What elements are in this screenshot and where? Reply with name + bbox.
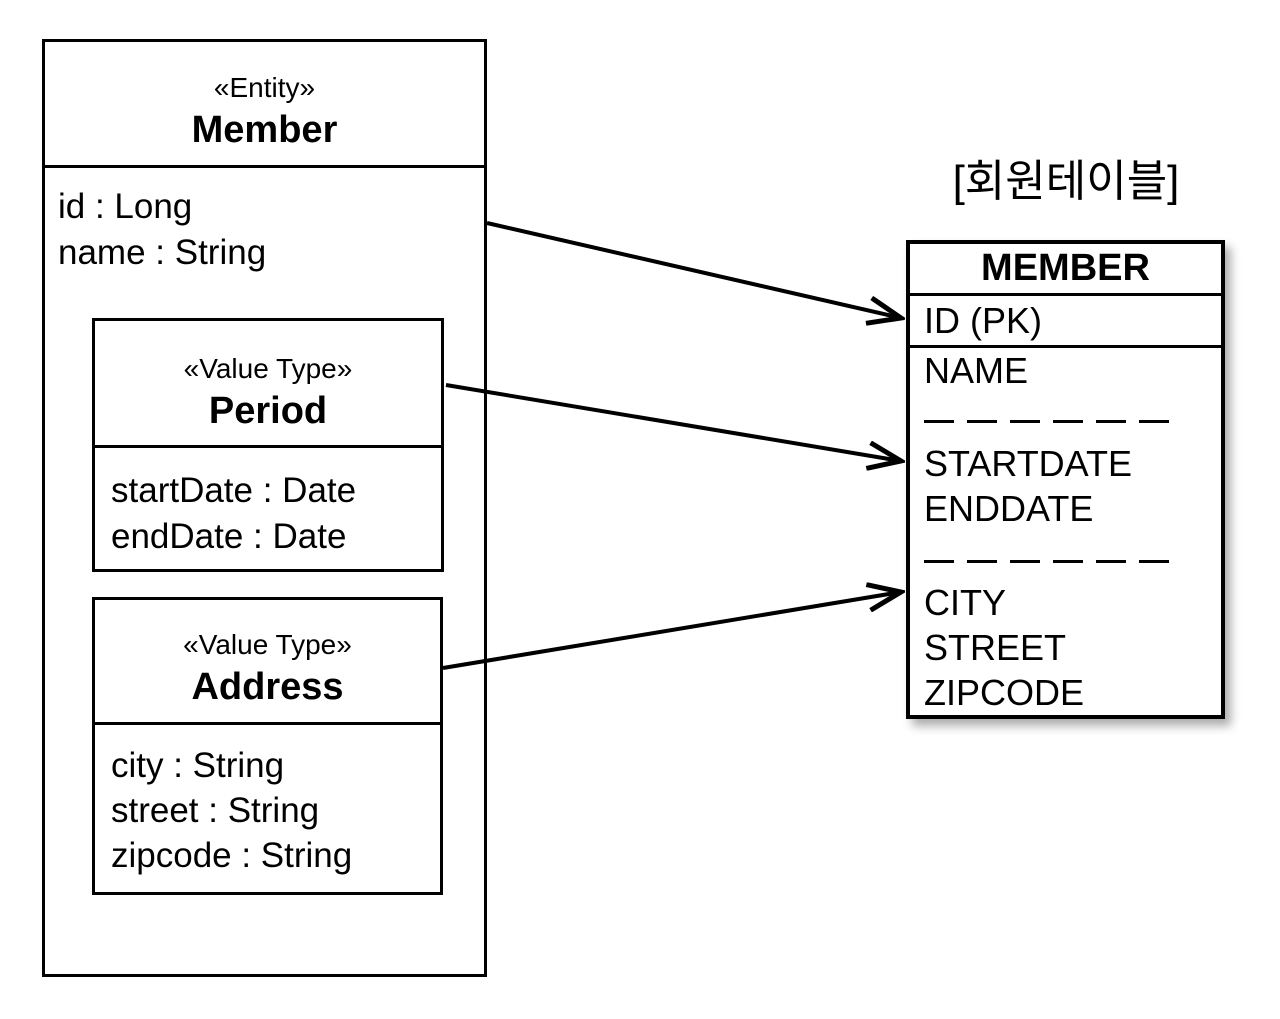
column-group-divider-2 bbox=[924, 560, 1172, 563]
valuetype-period-name: Period bbox=[208, 390, 328, 432]
db-table-caption: [회원테이블] bbox=[952, 157, 1180, 206]
entity-member-stereotype: «Entity» bbox=[213, 72, 316, 103]
valuetype-address-attributes: city : String street : String zipcode : … bbox=[95, 725, 440, 878]
attribute-id: id : Long bbox=[58, 187, 193, 226]
arrow-member-to-id-pk bbox=[486, 221, 901, 318]
db-table-body: NAME STARTDATE ENDDATE CITY STREET ZIPCO… bbox=[910, 348, 1221, 715]
entity-member-name: Member bbox=[191, 109, 338, 151]
db-table-member: MEMBER ID (PK) NAME STARTDATE ENDDATE CI… bbox=[906, 240, 1225, 719]
attribute-enddate: endDate : Date bbox=[111, 517, 347, 556]
attribute-startdate: startDate : Date bbox=[111, 471, 357, 510]
entity-member-header: «Entity» Member bbox=[45, 42, 484, 168]
db-table-row-startdate: STARTDATE bbox=[924, 443, 1133, 484]
valuetype-period-header: «Value Type» Period bbox=[95, 321, 441, 448]
valuetype-address-box: «Value Type» Address city : String stree… bbox=[92, 597, 443, 895]
valuetype-address-header: «Value Type» Address bbox=[95, 600, 440, 725]
column-group-divider-1 bbox=[924, 420, 1172, 423]
valuetype-period-box: «Value Type» Period startDate : Date end… bbox=[92, 318, 444, 572]
entity-member-attributes: id : Long name : String bbox=[45, 168, 484, 276]
db-table-name: MEMBER bbox=[910, 244, 1221, 296]
db-table-row-name: NAME bbox=[924, 350, 1029, 391]
db-table-row-enddate: ENDDATE bbox=[924, 488, 1094, 529]
arrow-address-to-city bbox=[442, 592, 901, 670]
db-table-row-zipcode: ZIPCODE bbox=[924, 672, 1085, 713]
db-table-row-city: CITY bbox=[924, 582, 1007, 623]
attribute-name: name : String bbox=[58, 233, 267, 272]
valuetype-period-attributes: startDate : Date endDate : Date bbox=[95, 448, 441, 560]
attribute-zipcode: zipcode : String bbox=[111, 836, 353, 875]
attribute-street: street : String bbox=[111, 791, 320, 830]
valuetype-address-stereotype: «Value Type» bbox=[183, 629, 352, 660]
db-table-row-id-pk: ID (PK) bbox=[910, 296, 1221, 348]
attribute-city: city : String bbox=[111, 746, 285, 785]
valuetype-address-name: Address bbox=[191, 666, 344, 708]
db-table-row-street: STREET bbox=[924, 627, 1067, 668]
valuetype-period-stereotype: «Value Type» bbox=[183, 353, 353, 384]
arrow-period-to-startdate bbox=[445, 383, 901, 461]
